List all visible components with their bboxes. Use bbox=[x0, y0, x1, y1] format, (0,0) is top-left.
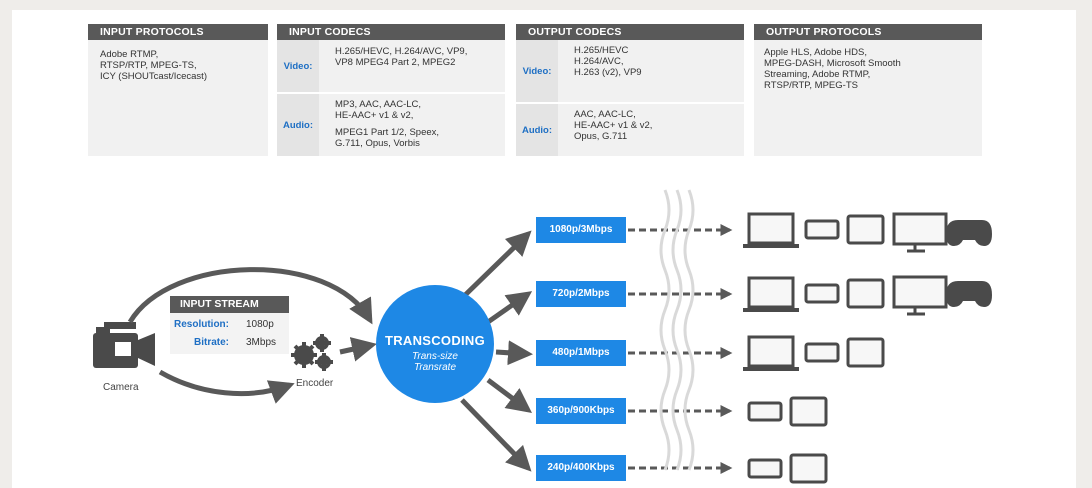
output-protocols-table: OUTPUT PROTOCOLS Apple HLS, Adobe HDS, M… bbox=[754, 24, 982, 156]
input-protocols-table: INPUT PROTOCOLS Adobe RTMP, RTSP/RTP, MP… bbox=[88, 24, 268, 156]
transcoding-title: TRANSCODING bbox=[384, 333, 486, 348]
arrow-encoder-transcoding bbox=[339, 337, 377, 362]
input-codecs-audio-text: MP3, AAC, AAC-LC, HE-AAC+ v1 & v2, bbox=[335, 99, 422, 121]
input-codecs-video-label: Video: bbox=[277, 40, 319, 92]
output-1080p: 1080p/3Mbps bbox=[536, 217, 626, 243]
output-codecs-table: OUTPUT CODECS Video: H.265/HEVC H.264/AV… bbox=[516, 24, 744, 156]
output-codecs-video-row: Video: H.265/HEVC H.264/AVC, H.263 (v2),… bbox=[516, 40, 744, 102]
devices-row-4 bbox=[747, 396, 828, 427]
gear-icon bbox=[291, 334, 333, 371]
gamepad-icon bbox=[946, 220, 992, 246]
transcoding-node: TRANSCODING Trans-size Transrate bbox=[376, 285, 494, 403]
input-codecs-table: INPUT CODECS Video: H.265/HEVC, H.264/AV… bbox=[277, 24, 505, 156]
devices-row-1 bbox=[743, 212, 948, 253]
output-protocols-header: OUTPUT PROTOCOLS bbox=[754, 24, 982, 40]
devices-row-5 bbox=[747, 453, 828, 484]
encoder-label: Encoder bbox=[296, 378, 334, 389]
input-codecs-audio-text-2: MPEG1 Part 1/2, Speex, G.711, Opus, Vorb… bbox=[335, 127, 440, 149]
transcoding-subtitle: Trans-size Transrate bbox=[376, 351, 494, 373]
input-codecs-video-text: H.265/HEVC, H.264/AVC, VP9, VP8 MPEG4 Pa… bbox=[335, 46, 468, 68]
output-240p: 240p/400Kbps bbox=[536, 455, 626, 481]
output-codecs-audio-label: Audio: bbox=[516, 104, 558, 156]
input-codecs-audio-row: Audio: MP3, AAC, AAC-LC, HE-AAC+ v1 & v2… bbox=[277, 94, 505, 156]
output-720p: 720p/2Mbps bbox=[536, 281, 626, 307]
output-codecs-audio-text: AAC, AAC-LC, HE-AAC+ v1 & v2, Opus, G.71… bbox=[574, 109, 653, 142]
network-waves bbox=[659, 189, 695, 471]
input-stream-box: INPUT STREAM Resolution: 1080p Bitrate: … bbox=[170, 296, 289, 354]
input-protocols-text: Adobe RTMP, RTSP/RTP, MPEG-TS, ICY (SHOU… bbox=[100, 49, 207, 82]
output-protocols-text: Apple HLS, Adobe HDS, MPEG-DASH, Microso… bbox=[764, 47, 901, 91]
output-codecs-video-label: Video: bbox=[516, 40, 558, 102]
input-codecs-video-row: Video: H.265/HEVC, H.264/AVC, VP9, VP8 M… bbox=[277, 40, 505, 92]
input-codecs-header: INPUT CODECS bbox=[277, 24, 505, 40]
arrow-camera-top bbox=[127, 267, 373, 325]
transcoding-sub-2: Transrate bbox=[413, 362, 457, 373]
output-codecs-audio-row: Audio: AAC, AAC-LC, HE-AAC+ v1 & v2, Opu… bbox=[516, 104, 744, 156]
resolution-label: Resolution: bbox=[174, 319, 229, 330]
input-protocols-header: INPUT PROTOCOLS bbox=[88, 24, 268, 40]
camera-label: Camera bbox=[103, 382, 139, 393]
transcoding-sub-1: Trans-size bbox=[412, 351, 458, 362]
devices-row-2 bbox=[743, 275, 948, 316]
gamepad-icon bbox=[946, 281, 992, 307]
output-480p: 480p/1Mbps bbox=[536, 340, 626, 366]
camera-icon bbox=[93, 322, 155, 368]
output-codecs-header: OUTPUT CODECS bbox=[516, 24, 744, 40]
fanout-arrows bbox=[458, 230, 533, 472]
devices-row-3 bbox=[743, 335, 885, 371]
arrow-camera-encoder bbox=[158, 369, 295, 404]
input-codecs-audio-label: Audio: bbox=[277, 94, 319, 156]
bitrate-label: Bitrate: bbox=[194, 337, 230, 348]
resolution-value: 1080p bbox=[246, 319, 274, 330]
output-codecs-video-text: H.265/HEVC H.264/AVC, H.263 (v2), VP9 bbox=[574, 45, 642, 78]
output-360p: 360p/900Kbps bbox=[536, 398, 626, 424]
bitrate-value: 3Mbps bbox=[246, 337, 277, 348]
resolution-row: Resolution: bbox=[174, 319, 229, 330]
input-stream-header: INPUT STREAM bbox=[170, 296, 289, 313]
bitrate-row: Bitrate: bbox=[194, 337, 229, 348]
